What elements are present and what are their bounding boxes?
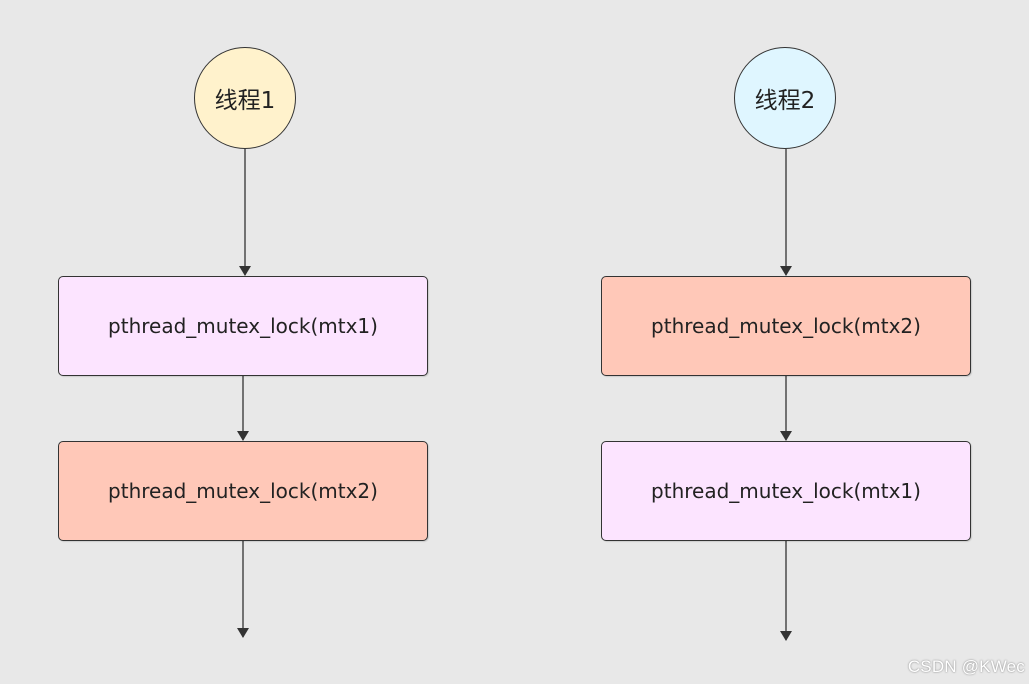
thread2-node: 线程2 <box>734 47 836 149</box>
thread1-node: 线程1 <box>194 47 296 149</box>
thread1-step2-box: pthread_mutex_lock(mtx2) <box>58 441 428 541</box>
watermark: CSDN @KWec <box>907 657 1025 676</box>
thread2-step1-box: pthread_mutex_lock(mtx2) <box>601 276 971 376</box>
thread2-step2-box: pthread_mutex_lock(mtx1) <box>601 441 971 541</box>
thread1-step1-box: pthread_mutex_lock(mtx1) <box>58 276 428 376</box>
